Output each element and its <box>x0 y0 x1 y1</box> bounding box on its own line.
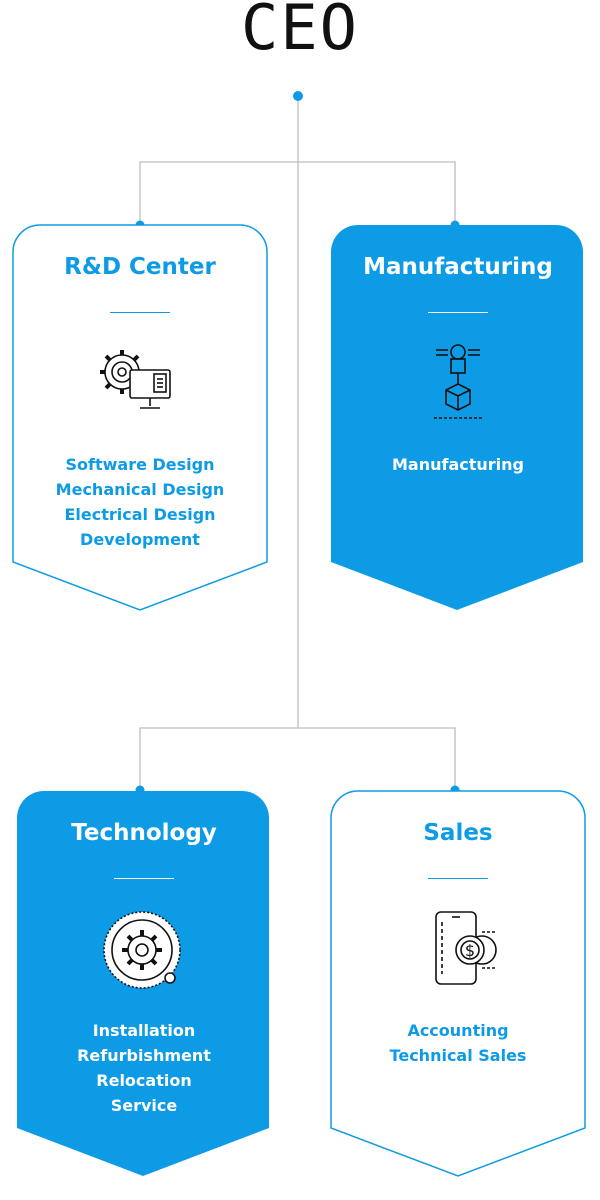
list-item: Relocation <box>96 1071 192 1090</box>
list-item: Accounting <box>407 1021 509 1040</box>
list-item: Manufacturing <box>392 455 524 474</box>
card-title: Manufacturing <box>363 254 553 280</box>
svg-text:$: $ <box>465 941 475 960</box>
manufacturing-card: Manufacturing Manufacturing <box>330 224 586 612</box>
card-title: R&D Center <box>64 254 216 280</box>
ceo-title: CEO <box>241 0 359 64</box>
title-divider <box>428 878 488 879</box>
gear-circle-icon <box>94 908 194 994</box>
list-item: Installation <box>92 1021 196 1040</box>
list-item: Mechanical Design <box>55 480 225 499</box>
list-item: Software Design <box>65 455 215 474</box>
list-item: Refurbishment <box>77 1046 211 1065</box>
root-node-dot <box>293 91 303 101</box>
list-item: Service <box>110 1096 178 1115</box>
card-items: Accounting Technical Sales <box>330 1018 586 1068</box>
card-items: Software Design Mechanical Design Electr… <box>12 452 268 552</box>
technology-card: Technology Installation Refurbishment Re… <box>16 790 272 1178</box>
card-items: Installation Refurbishment Relocation Se… <box>16 1018 272 1118</box>
card-title: Technology <box>71 820 217 846</box>
card-items: Manufacturing <box>330 452 586 477</box>
gear-computer-icon <box>90 342 190 426</box>
card-shape <box>12 224 268 611</box>
robotic-arm-icon <box>408 342 508 428</box>
sales-card: Sales $ Accounting Technical Sales <box>330 790 586 1178</box>
card-title: Sales <box>423 820 493 846</box>
rd-center-card: R&D Center Software Design Mechanical De… <box>12 224 268 612</box>
title-divider <box>428 312 488 313</box>
list-item: Electrical Design <box>64 505 216 524</box>
phone-coins-icon: $ <box>408 908 508 994</box>
title-divider <box>114 878 174 879</box>
list-item: Technical Sales <box>389 1046 527 1065</box>
list-item: Development <box>80 530 200 549</box>
title-divider <box>110 312 170 313</box>
